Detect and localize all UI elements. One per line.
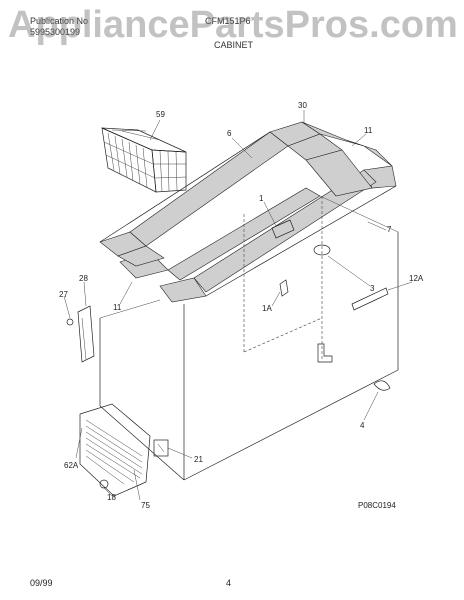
- callout-11-top: 11: [364, 126, 373, 135]
- callout-62A: 62A: [64, 461, 79, 470]
- callout-30: 30: [298, 101, 307, 110]
- control-part: [153, 439, 169, 457]
- watermark-logo: AppliancePartsPros.com: [8, 4, 458, 46]
- callout-12A: 12A: [409, 274, 424, 283]
- section-title: CABINET: [214, 40, 254, 50]
- callout-1: 1: [259, 194, 264, 203]
- callout-11-left: 11: [113, 303, 122, 312]
- model-number: CFM151P6: [205, 16, 251, 26]
- callout-27: 27: [59, 290, 68, 299]
- basket-part: [101, 127, 187, 193]
- callout-7: 7: [387, 225, 392, 234]
- callout-18: 18: [107, 493, 116, 502]
- breaker-frame-part: [99, 121, 397, 303]
- callout-75: 75: [141, 501, 150, 510]
- leader-lines: [63, 110, 413, 501]
- callout-1A: 1A: [262, 304, 272, 313]
- publication-label: Publication No: [30, 16, 89, 26]
- callout-59: 59: [156, 110, 165, 119]
- cabinet-body-part: [99, 195, 399, 481]
- diagram-code: P08C0194: [358, 501, 396, 510]
- callout-3: 3: [370, 284, 375, 293]
- publication-number: 5995300199: [30, 27, 81, 37]
- hinge-bracket-part: [66, 305, 95, 363]
- grille-part: [79, 403, 151, 497]
- callout-28: 28: [79, 274, 88, 283]
- footer-page-number: 4: [226, 578, 232, 588]
- callout-4: 4: [360, 421, 365, 430]
- callout-6: 6: [227, 129, 232, 138]
- callout-21: 21: [194, 455, 203, 464]
- footer-date: 09/99: [30, 578, 53, 588]
